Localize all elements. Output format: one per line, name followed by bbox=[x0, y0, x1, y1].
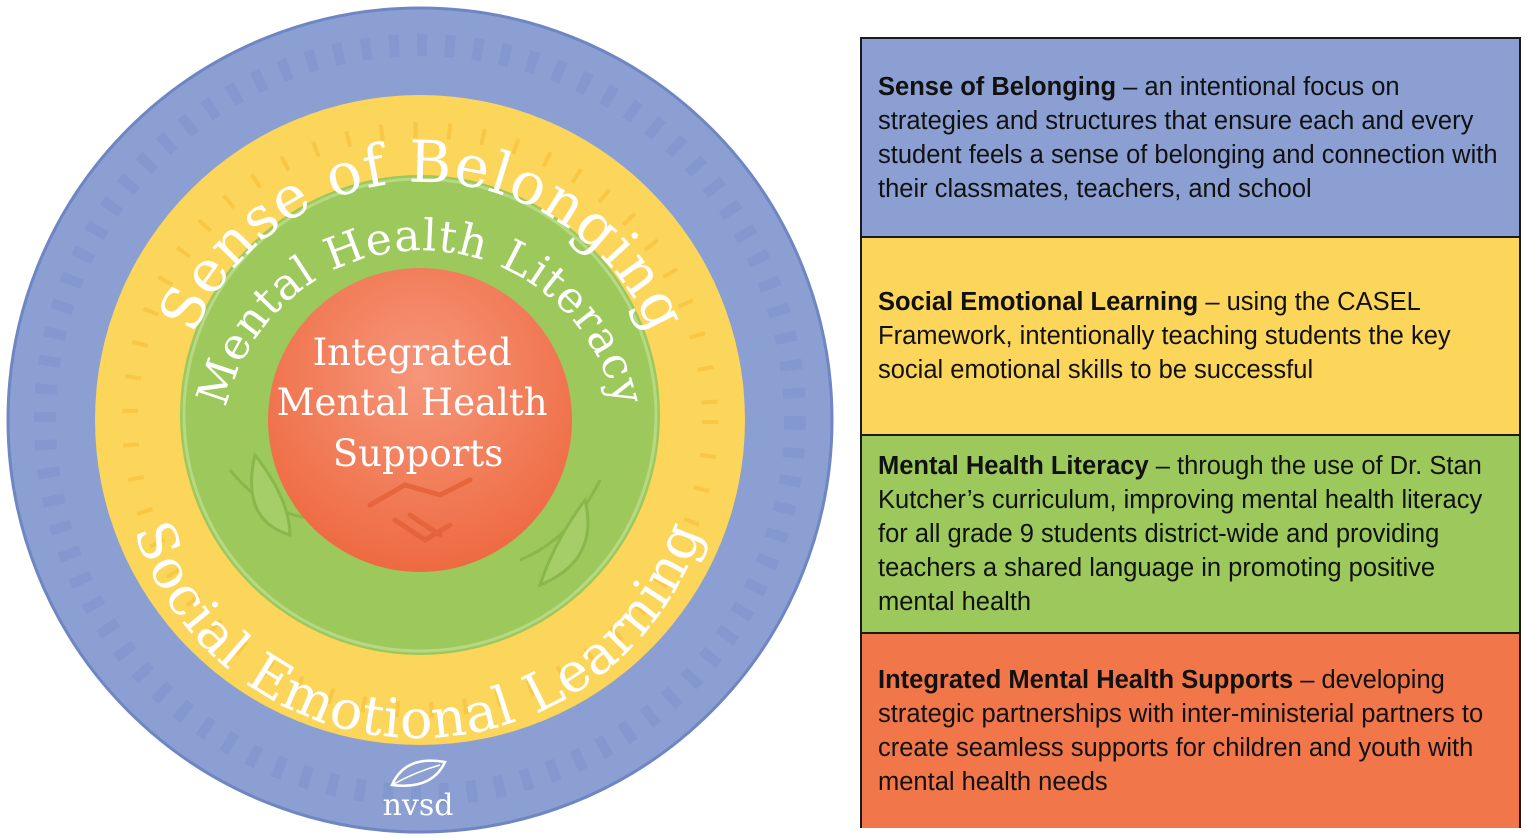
legend-term: Social Emotional Learning bbox=[878, 288, 1199, 316]
legend-term: Integrated Mental Health Supports bbox=[878, 666, 1294, 694]
legend-description: – an intentional focus on strategies and… bbox=[878, 72, 1498, 203]
legend-row-social-emotional-learning: Social Emotional Learning – using the CA… bbox=[862, 238, 1519, 436]
center-line-2: Mental Health bbox=[277, 381, 548, 424]
center-label: Integrated Mental Health Supports bbox=[277, 331, 560, 475]
legend-row-integrated-mental-health-supports: Integrated Mental Health Supports – deve… bbox=[862, 634, 1519, 828]
nvsd-logo: nvsd bbox=[383, 759, 454, 823]
nested-circles-diagram: Sense of Belonging Social Emotional Lear… bbox=[6, 6, 834, 834]
legend-description: – developing strategic partnerships with… bbox=[878, 666, 1484, 796]
sun-pattern-decoration bbox=[122, 122, 718, 718]
legend-row-mental-health-literacy: Mental Health Literacy – through the use… bbox=[862, 436, 1519, 634]
legend-term: Sense of Belonging bbox=[878, 72, 1117, 101]
legend-description: – through the use of Dr. Stan Kutcher’s … bbox=[878, 452, 1483, 616]
legend-table: Sense of Belonging – an intentional focu… bbox=[860, 37, 1521, 828]
center-line-3: Supports bbox=[333, 432, 503, 475]
logo-text: nvsd bbox=[383, 788, 454, 823]
legend-term: Mental Health Literacy bbox=[878, 452, 1149, 480]
center-line-1: Integrated bbox=[313, 331, 512, 374]
handshake-icon bbox=[367, 477, 473, 543]
legend-row-sense-of-belonging: Sense of Belonging – an intentional focu… bbox=[862, 39, 1519, 238]
leaf-logo-icon bbox=[390, 759, 447, 787]
legend-description: – using the CASEL Framework, intentional… bbox=[878, 288, 1451, 384]
integrated-supports-center bbox=[268, 268, 572, 572]
people-pattern-decoration bbox=[34, 34, 806, 806]
